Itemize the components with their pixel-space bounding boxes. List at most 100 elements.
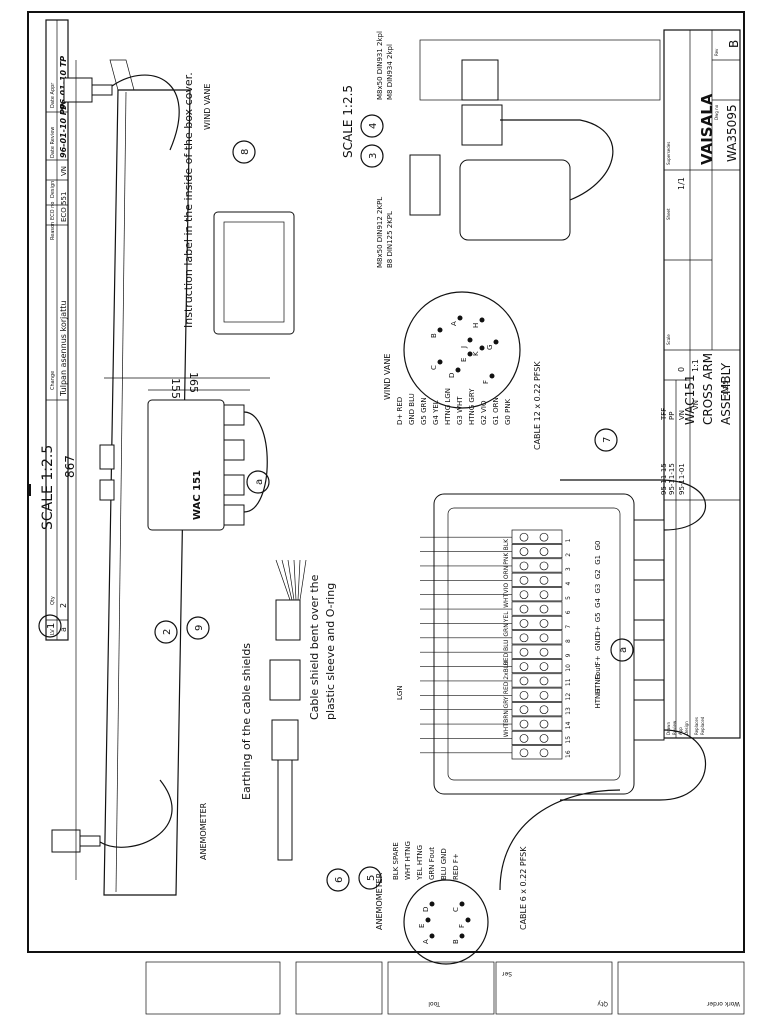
tb-label-replaces: Replaces (694, 717, 699, 735)
wire-color-label: YEL (503, 611, 510, 623)
balloon-label: 6 (334, 877, 345, 883)
earthing-note: Earthing of the cable shields (240, 643, 253, 800)
top-scale-label: SCALE 1:2.5 (341, 85, 355, 158)
title: WAC151 (683, 375, 697, 426)
balloon (360, 114, 384, 138)
earthing-detail: Earthing of the cable shields Cable shie… (240, 559, 337, 861)
shield-note-2: plastic sleeve and O-ring (324, 583, 337, 720)
terminal (511, 615, 563, 630)
balloon-label: 2 (162, 629, 173, 635)
wind-vane-pin-label: C (430, 365, 438, 370)
terminal-number: 7 (565, 625, 572, 629)
wind-vane-wire-label: G2 VIO (480, 400, 488, 425)
rev-lv: a (59, 627, 68, 632)
terminal-number: 3 (565, 567, 572, 571)
anemometer-pin-label: B (452, 939, 460, 944)
initials-1: VN (678, 410, 686, 420)
tb-label-supersedes: Supersedes (666, 142, 671, 165)
date-1: 95-11-01 (678, 463, 686, 495)
terminal-number: 2 (565, 553, 572, 557)
terminal-number: 8 (565, 639, 572, 643)
sheet-border (27, 11, 745, 953)
terminal-number: 4 (565, 582, 572, 586)
dim-width-165: 165 (187, 372, 200, 393)
balloon (154, 620, 178, 644)
lgn-label: LGN (396, 685, 404, 700)
subtitle-1: CROSS ARM (701, 353, 715, 425)
wire-color-label: GRY (503, 696, 510, 708)
wind-vane-pin (467, 337, 473, 343)
tb-label-design: Design (684, 721, 689, 735)
terminal (511, 702, 563, 717)
terminal (511, 544, 563, 559)
terminal-number: 9 (565, 653, 572, 657)
balloon (610, 638, 634, 662)
date-3: 95-11-15 (660, 463, 668, 495)
tb-label-sheet: Sheet (666, 208, 671, 220)
terminal (511, 716, 563, 731)
anemometer-label: ANEMOMETER (199, 802, 208, 860)
rev-hdr-change: Change (50, 371, 56, 390)
wind-vane-pin (479, 317, 485, 323)
wind-vane-pin-label: D (448, 373, 456, 378)
balloon-label: a (618, 647, 629, 653)
initials-2: PP (668, 412, 676, 420)
terminal-number: 13 (565, 707, 572, 715)
wind-vane-wire-label: G4 YEL (432, 400, 440, 425)
rev-design: VN (60, 166, 68, 176)
wind-vane-wire-label: HTNG LGN (444, 388, 452, 425)
wire-color-label: RED (503, 681, 510, 694)
terminal-number: 16 (565, 750, 572, 758)
signal-label: D+ (594, 625, 602, 636)
stamp-work-order: Work order (706, 1000, 740, 1007)
anemometer-wire-label: WHT HTNG (404, 841, 412, 880)
tb-label-replaced: Replaced (700, 716, 705, 735)
anemometer-pin (425, 917, 431, 923)
rev-hdr-lv: LV (50, 629, 56, 635)
rev-change: Tulpan asennus korjattu (59, 301, 68, 397)
anemometer-pin-label: D (422, 907, 430, 912)
balloon (594, 428, 618, 452)
wind-vane-wire-label: D+ RED (396, 397, 404, 425)
wind-vane-wire-label: G1 ORN (492, 397, 500, 425)
terminal-enclosure: 12345678910111213141516BLKPNKORNVIOWHTYE… (396, 479, 707, 801)
terminal (511, 572, 563, 587)
wind-vane-pin (479, 345, 485, 351)
terminal (511, 558, 563, 573)
terminal (511, 529, 563, 544)
tb-label-drawn: Drawn (666, 722, 671, 735)
terminal-number: 14 (565, 721, 572, 729)
box-brand: WAC 151 (192, 470, 203, 520)
rev-eco: ECO 551 (60, 192, 68, 222)
signal-label: G0 (594, 540, 602, 550)
anemometer-pin (459, 901, 465, 907)
wind-vane-pin (437, 359, 443, 365)
signal-label: G4 (594, 597, 602, 607)
balloon-label: 9 (194, 625, 205, 631)
rev-hdr-review: Date Review (50, 127, 56, 158)
wind-vane-pin (467, 351, 473, 357)
signal-label: G5 (594, 612, 602, 622)
wire-color-label: BRN (503, 710, 510, 723)
balloon (38, 614, 62, 638)
anemometer-pin-label: A (422, 939, 430, 944)
wind-vane-wire-label: G3 WHT (456, 396, 464, 425)
anemometer-wire-label: RED F+ (452, 853, 460, 880)
balloon-label: 5 (366, 875, 377, 881)
terminal (511, 659, 563, 674)
bolt-spec-1: M8x50 DIN931 2kpl (376, 31, 384, 100)
wind-vane-wire-label: HTNG GRY (468, 388, 476, 425)
subtitle-2: ASSEMBLY (719, 362, 733, 425)
shield-note-1: Cable shield bent over the (308, 574, 321, 720)
terminal-number: 10 (565, 664, 572, 672)
wind-vane-pin-label: K (472, 351, 480, 356)
signal-label: G1 (594, 555, 602, 565)
wind-vane-wire-label: G0 PNK (504, 398, 512, 425)
balloon (326, 868, 350, 892)
anemometer-pin-label: E (418, 924, 426, 928)
stamp-tool: Tool (428, 1000, 441, 1007)
terminal (511, 745, 563, 760)
